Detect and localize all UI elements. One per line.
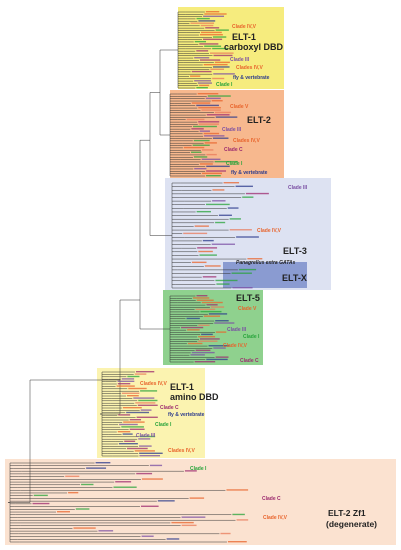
clade-label: Clades IV,V: [168, 448, 195, 454]
clade-label: Clade IV,V: [257, 228, 282, 234]
elt1-carboxyl-title: ELT-1: [232, 32, 256, 42]
elt2-zf1-title: ELT-2 Zf1: [328, 508, 366, 518]
clade-label: Clade C: [224, 147, 243, 153]
panagrellus-label: Panagrellus extra GATAs: [236, 260, 295, 266]
clade-label: Clades IV,V: [236, 65, 263, 71]
clade-label: Clade C: [240, 358, 259, 364]
clade-label: Clade III: [222, 127, 242, 133]
clade-label: Clade III: [136, 433, 156, 439]
elt2-zf1-box: [5, 459, 396, 545]
clade-label: Clade V: [238, 306, 257, 312]
clade-label: Clade III: [227, 327, 247, 333]
eltx-box: [223, 262, 307, 288]
elt1-amino-subtitle: amino DBD: [170, 392, 219, 402]
clade-label: Clades IV,V: [140, 381, 167, 387]
clade-label: Clade III: [230, 57, 250, 63]
clade-label: Clade I: [243, 334, 260, 340]
elt2-title: ELT-2: [247, 115, 271, 125]
clade-label: fly & vertebrate: [233, 75, 270, 81]
clade-label: Clade V: [230, 104, 249, 110]
clade-label: Clade I: [216, 82, 233, 88]
clade-label: Clade I: [155, 422, 172, 428]
clade-label: Clade C: [262, 496, 281, 502]
elt1-carboxyl-box: [178, 7, 284, 89]
clade-label: Clade III: [288, 185, 308, 191]
clade-label: Clade IV,V: [232, 24, 257, 30]
tree-tip-labels: [32, 11, 269, 543]
clade-label: Clade IV,V: [223, 343, 248, 349]
elt1-amino-title: ELT-1: [170, 382, 194, 392]
clade-label: fly & vertebrate: [231, 170, 268, 176]
elt2-zf1-subtitle: (degenerate): [326, 519, 377, 529]
clade-label: Clade I: [190, 466, 207, 472]
clade-label: Clade I: [226, 161, 243, 167]
clade-label: Clade IV,V: [263, 515, 288, 521]
eltx-title: ELT-X: [282, 273, 307, 283]
elt1-carboxyl-subtitle: carboxyl DBD: [224, 42, 284, 52]
clade-label: Clades IV,V: [233, 138, 260, 144]
clade-label: fly & vertebrate: [168, 412, 205, 418]
elt3-title: ELT-3: [283, 246, 307, 256]
tree-branches: [8, 11, 247, 543]
elt5-title: ELT-5: [236, 293, 260, 303]
clade-label: Clade C: [160, 405, 179, 411]
